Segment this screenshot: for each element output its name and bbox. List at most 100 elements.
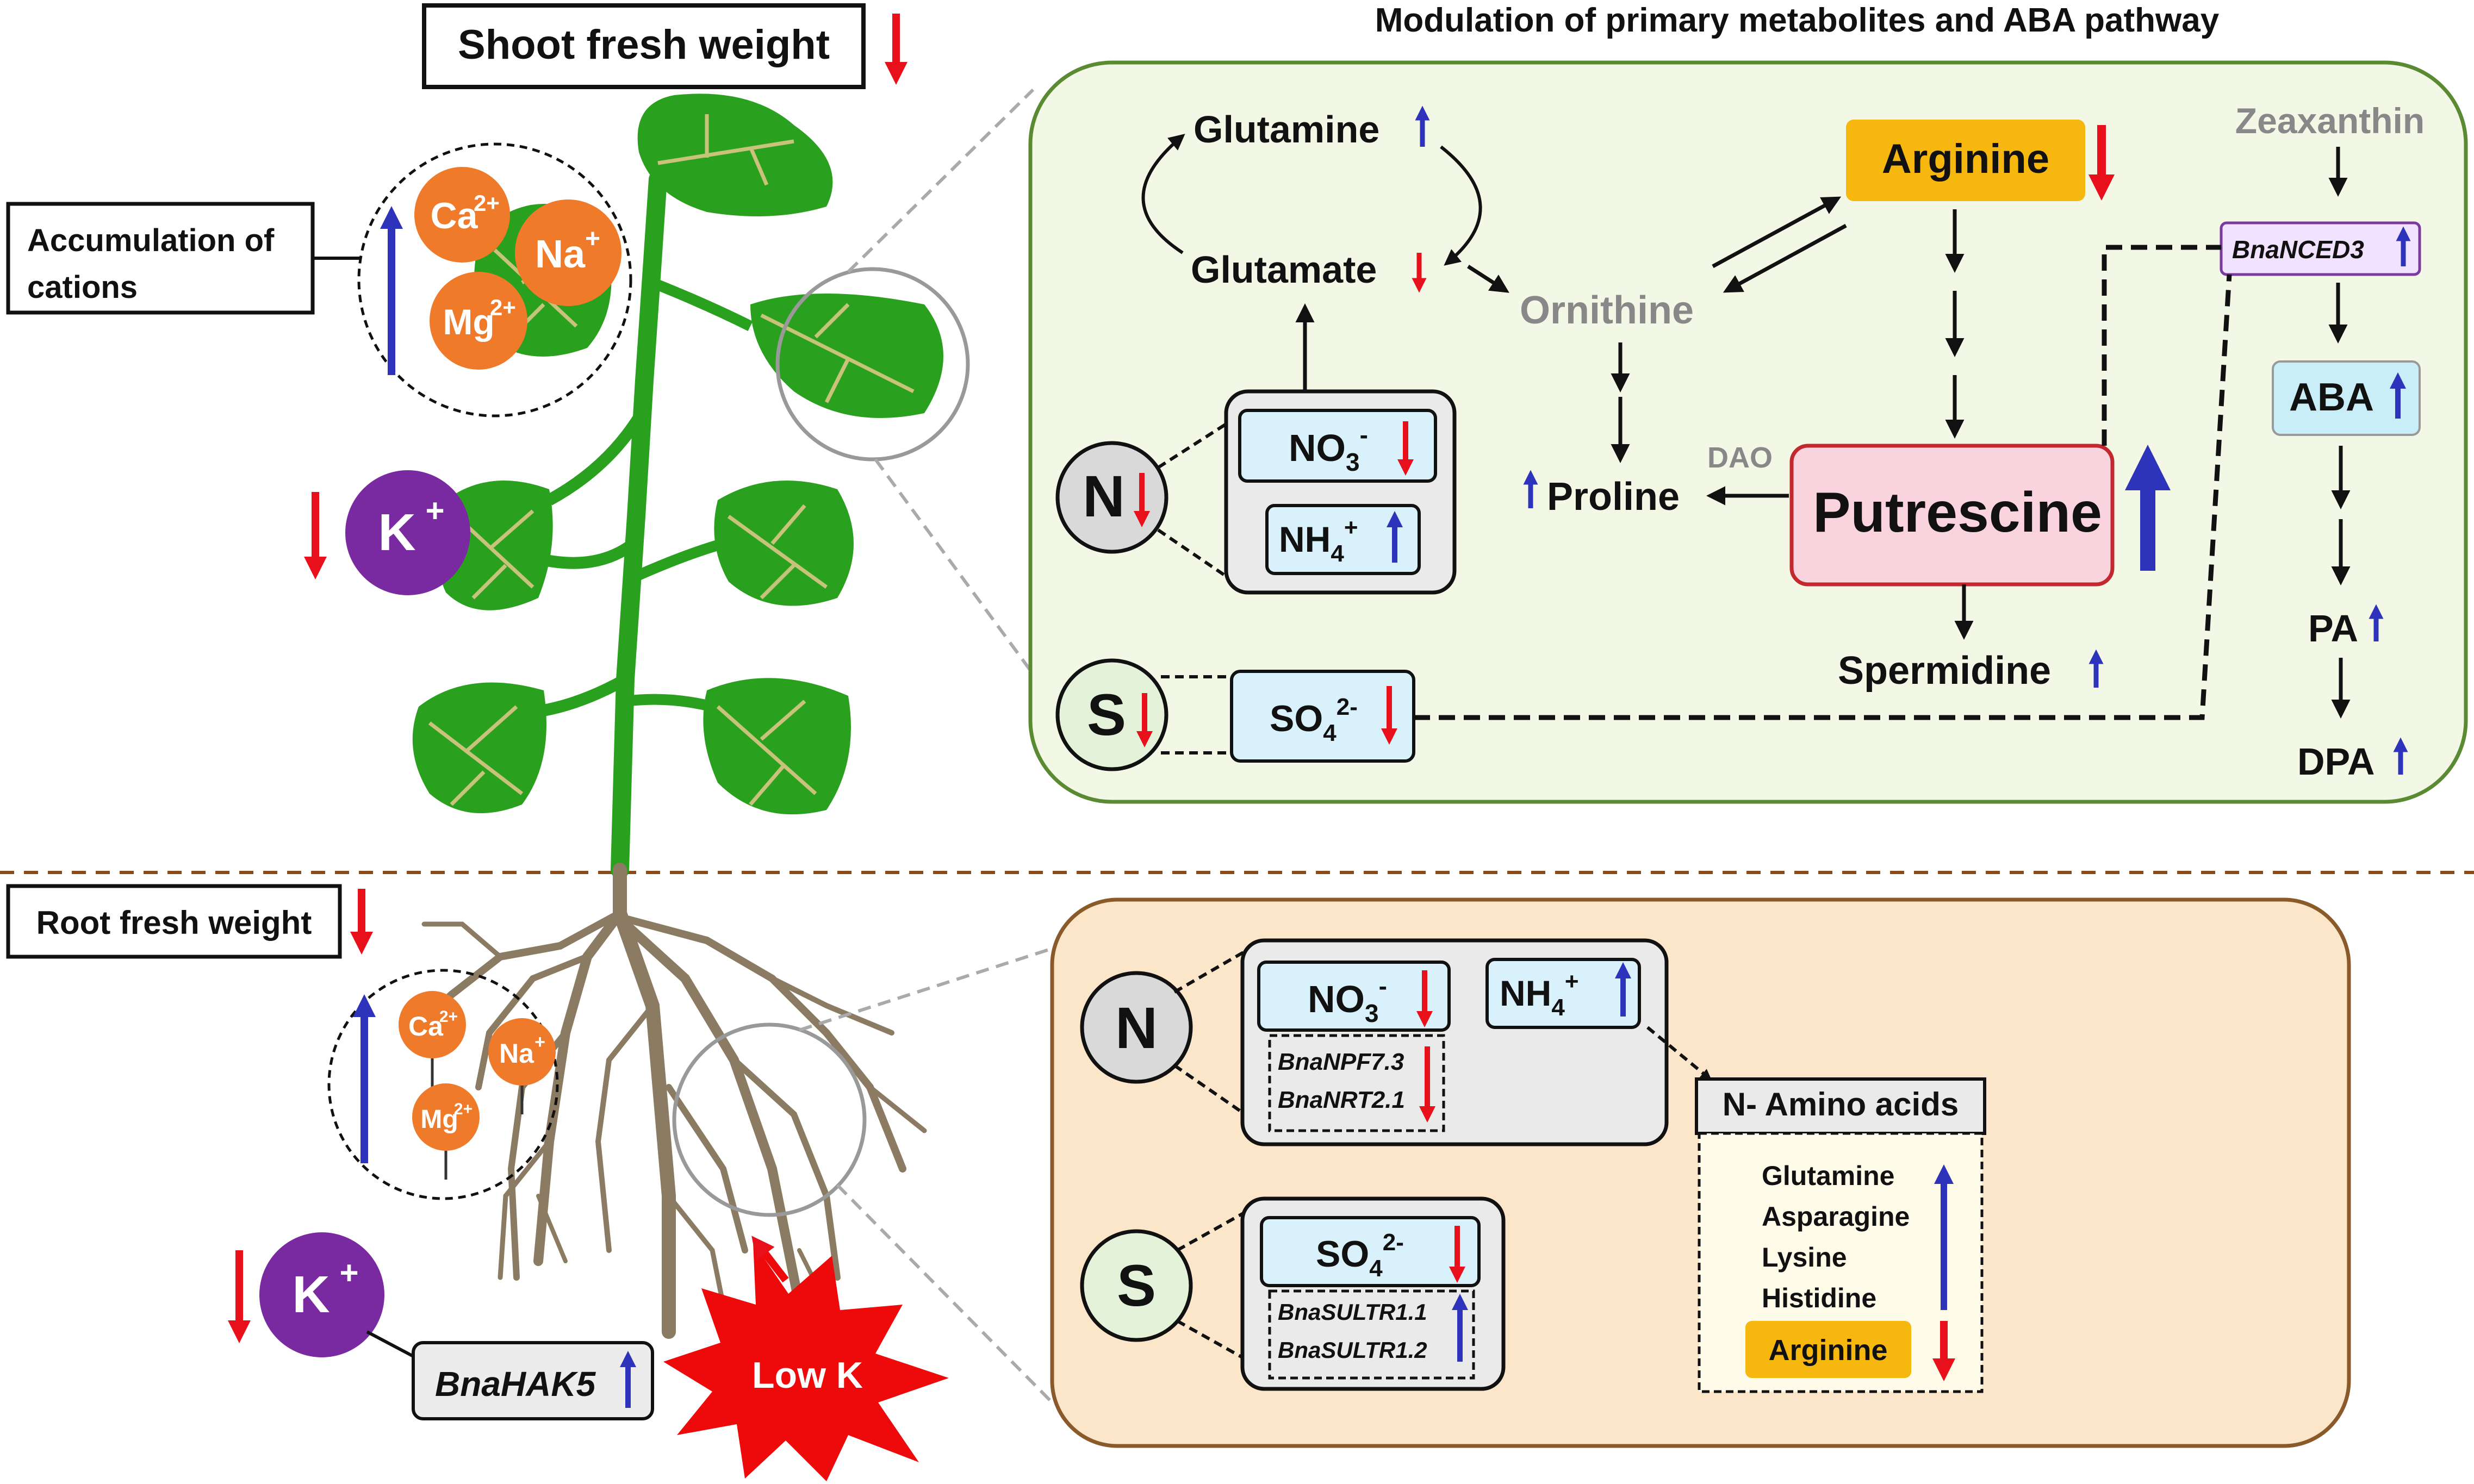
- arginine-to-ornithine-arrow: [1723, 223, 1847, 293]
- root-nitrogen-link-bottom: [1173, 1064, 1246, 1116]
- root-nitrogen-label: N: [1115, 995, 1158, 1061]
- root-sulfur-link-top: [1176, 1211, 1246, 1252]
- root-sulfate-label: SO42-: [1316, 1229, 1404, 1282]
- nrt21-label: BnaNRT2.1: [1278, 1087, 1405, 1113]
- svg-text:+: +: [585, 225, 600, 253]
- plant-roots: [409, 863, 927, 1339]
- root-nitrogen-circle: [1080, 971, 1193, 1084]
- sulfate-transporter-box: [1268, 1289, 1475, 1380]
- root-arginine-label: Arginine: [1768, 1334, 1887, 1367]
- root-nitrate-box: [1257, 961, 1451, 1032]
- leaf-right-small: [750, 294, 943, 418]
- svg-text:Ca: Ca: [431, 195, 478, 236]
- shoot-zoom-connector-top: [847, 88, 1035, 273]
- glutamine-glutamate-cycle-right: [1440, 145, 1482, 266]
- zeaxanthin-label: Zeaxanthin: [2235, 101, 2425, 141]
- leaf-lower-right: [703, 678, 851, 815]
- shoot-sulfate-box: [1230, 670, 1415, 763]
- shoot-cation-group: [357, 142, 632, 417]
- amino-acid-histidine: Histidine: [1762, 1283, 1876, 1313]
- svg-text:2+: 2+: [454, 1100, 473, 1118]
- spermidine-label: Spermidine: [1838, 649, 2051, 693]
- pa-label: PA: [2308, 607, 2358, 650]
- shoot-nitrate-label: NO3-: [1289, 421, 1368, 476]
- root-sodium-ion: Na +: [488, 1018, 556, 1114]
- sultr12-label: BnaSULTR1.2: [1278, 1337, 1427, 1363]
- shoot-ammonium-label: NH4+: [1279, 514, 1358, 567]
- root-sulfate-box: [1260, 1216, 1481, 1287]
- glutamate-to-ornithine-arrow: [1467, 265, 1509, 293]
- nced3-label: BnaNCED3: [2232, 235, 2364, 264]
- dao-label: DAO: [1707, 441, 1773, 474]
- transporter-box: [412, 1341, 654, 1420]
- glutamine-label: Glutamine: [1194, 108, 1379, 151]
- dpa-label: DPA: [2297, 740, 2375, 783]
- svg-text:K: K: [292, 1265, 330, 1324]
- figure-title: Modulation of primary metabolites and AB…: [1375, 2, 2220, 39]
- leaf-top: [637, 93, 833, 216]
- nitrate-transporter-box: [1268, 1034, 1445, 1132]
- root-potassium-ion: K +: [259, 1232, 384, 1357]
- root-arginine-box: [1745, 1321, 1911, 1378]
- svg-text:+: +: [534, 1032, 545, 1052]
- aba-label: ABA: [2289, 376, 2374, 419]
- cation-accumulation-label-1: Accumulation of: [27, 223, 275, 258]
- root-zoom-connector-bottom: [836, 1183, 1054, 1404]
- low-k-starburst: Low K: [663, 1236, 949, 1481]
- leaf-mid-right: [714, 481, 854, 606]
- npf73-label: BnaNPF7.3: [1278, 1049, 1404, 1075]
- root-zoom-connector-top: [799, 947, 1053, 1032]
- svg-text:2+: 2+: [474, 190, 500, 216]
- glutamate-label: Glutamate: [1191, 248, 1377, 291]
- svg-text:+: +: [339, 1255, 358, 1291]
- leaf-zoom-circle: [775, 267, 970, 462]
- svg-text:Mg: Mg: [443, 302, 494, 342]
- amino-acids-header: N- Amino acids: [1723, 1086, 1959, 1123]
- amino-acid-asparagine: Asparagine: [1762, 1201, 1910, 1232]
- cation-accumulation-label-2: cations: [27, 270, 138, 305]
- shoot-potassium-ion: K +: [345, 470, 470, 595]
- amino-acids-header-box: [1695, 1077, 1986, 1135]
- shoot-calcium-ion: Ca 2+: [414, 167, 510, 263]
- root-ammonium-label: NH4+: [1500, 968, 1579, 1021]
- svg-text:K: K: [378, 503, 415, 562]
- svg-text:Mg: Mg: [420, 1105, 458, 1134]
- shoot-zoom-connector-bottom: [874, 458, 1035, 675]
- root-weight-label: Root fresh weight: [36, 905, 312, 941]
- shoot-nitrogen-label: N: [1083, 463, 1125, 529]
- transporter-label: BnaHAK5: [435, 1364, 596, 1404]
- arginine-box: [1846, 120, 2085, 201]
- amino-acid-glutamine: Glutamine: [1762, 1161, 1894, 1191]
- transporter-link-line: [366, 1330, 414, 1358]
- arginine-label: Arginine: [1882, 136, 2049, 182]
- shoot-nitrate-box: [1238, 409, 1437, 483]
- svg-text:Na: Na: [535, 233, 586, 276]
- proline-label: Proline: [1547, 475, 1680, 519]
- shoot-sodium-ion: Na +: [515, 199, 621, 306]
- root-cation-group: [327, 969, 559, 1200]
- sultr11-label: BnaSULTR1.1: [1278, 1299, 1427, 1325]
- shoot-weight-box: [422, 3, 866, 89]
- svg-text:2+: 2+: [439, 1008, 458, 1026]
- root-sulfur-circle: [1080, 1229, 1193, 1342]
- svg-text:2+: 2+: [490, 295, 516, 320]
- root-magnesium-ion: Mg 2+: [412, 1083, 480, 1180]
- svg-text:+: +: [425, 492, 444, 529]
- glutamine-glutamate-cycle-left: [1141, 134, 1185, 254]
- sulfate-nced3-dashed-link: [1414, 274, 2232, 720]
- shoot-sulfate-label: SO42-: [1270, 694, 1358, 746]
- low-k-label: Low K: [752, 1355, 863, 1396]
- svg-text:Ca: Ca: [408, 1011, 444, 1042]
- aba-box: [2272, 360, 2421, 436]
- shoot-ammonium-box: [1265, 504, 1421, 575]
- amino-acid-lysine: Lysine: [1762, 1242, 1847, 1273]
- shoot-magnesium-ion: Mg 2+: [430, 272, 527, 370]
- putrescine-label: Putrescine: [1813, 481, 2102, 544]
- root-ammonium-box: [1485, 958, 1641, 1029]
- ornithine-to-arginine-arrow: [1712, 196, 1842, 269]
- root-zoom-circle: [672, 1022, 867, 1217]
- putrescine-box: [1789, 444, 2115, 587]
- root-sulfur-label: S: [1117, 1252, 1156, 1318]
- root-sulfur-link-bottom: [1176, 1319, 1246, 1361]
